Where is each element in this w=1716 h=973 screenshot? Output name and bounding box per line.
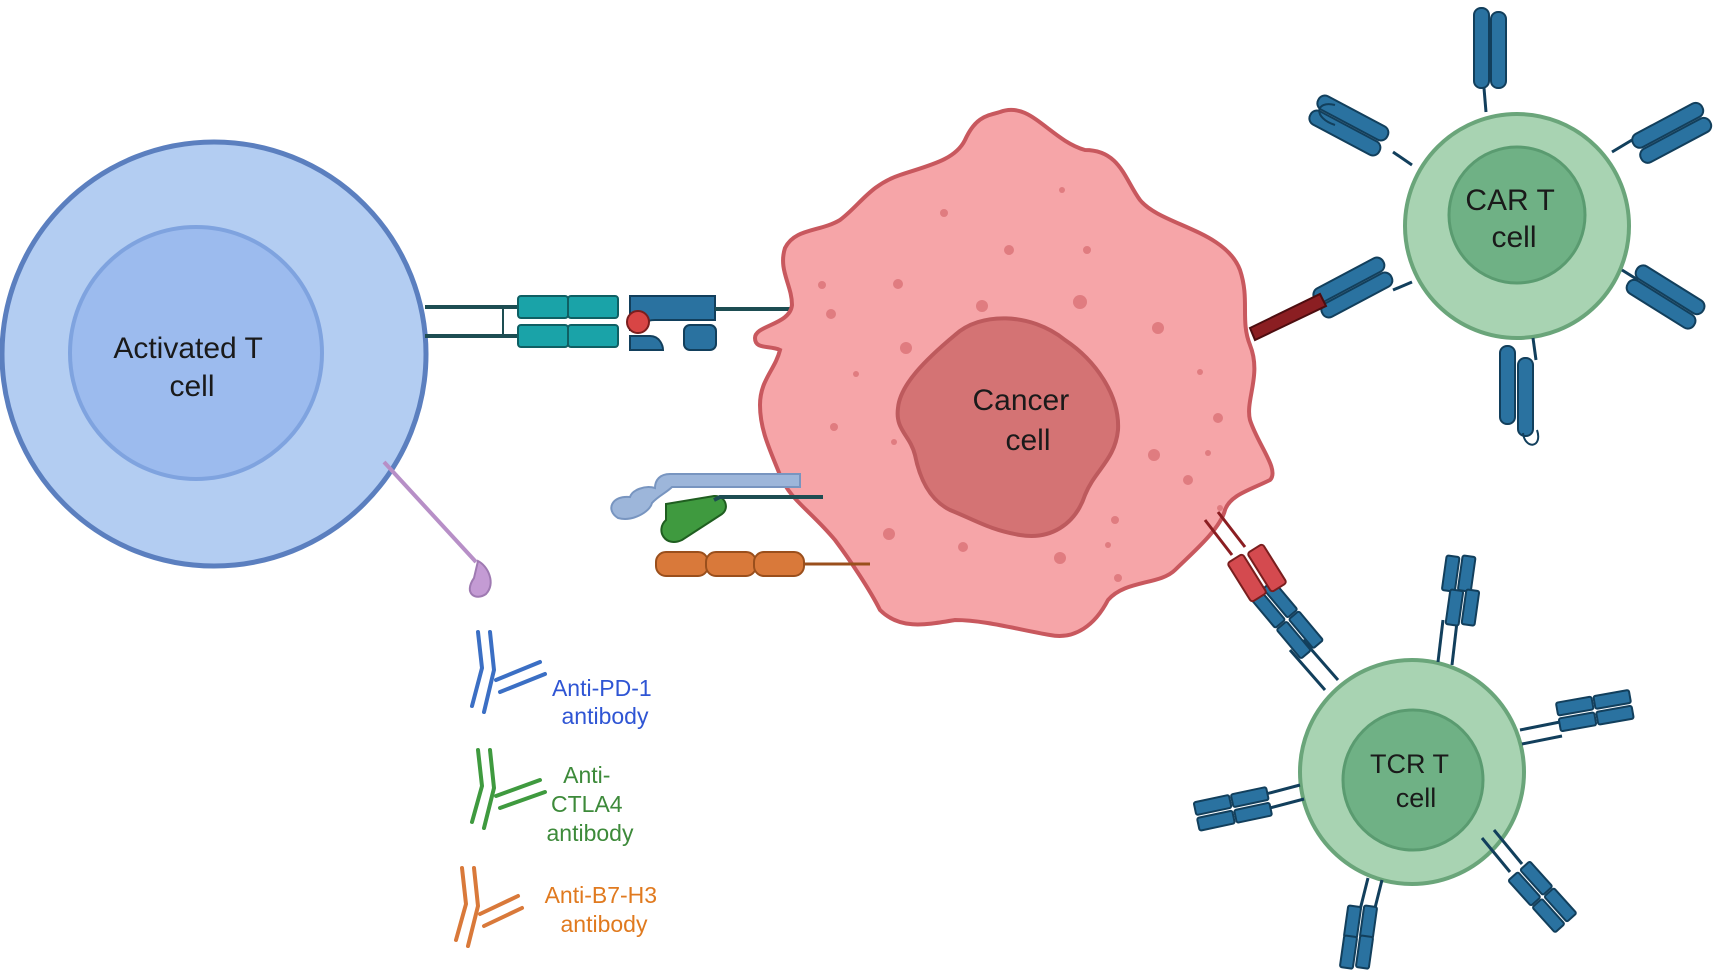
car-t-cell-label: CAR T cell [1465,184,1562,254]
anti-b7h3-label: Anti-B7-H3 antibody [545,882,664,937]
car-t-cell: CAR T cell [1403,112,1631,340]
tcr-t-cell-nucleus [1341,708,1485,852]
legend: Anti-PD-1 antibody Anti- CTLA4 antibody … [454,630,664,948]
tcr-t-cell: TCR T cell [1298,658,1526,886]
cancer-cell-nucleus [895,316,1121,538]
activated-t-cell-nucleus [68,225,324,481]
car-t-cell-nucleus [1447,145,1587,285]
t-cell-cancer-receptor-bridge [425,295,790,351]
anti-ctla4-label: Anti- CTLA4 antibody [547,762,634,846]
tcr-receptors [1192,554,1635,970]
anti-ctla4-antibody-icon [470,748,547,830]
cancer-cell-label: Cancer cell [972,384,1077,457]
cancer-cell-granules [818,187,1223,582]
activated-t-cell-label: Activated T cell [113,332,270,403]
tcr-t-cell-label: TCR T cell [1370,749,1456,813]
anti-pd1-antibody-icon [470,630,547,714]
cancer-mhc-antigen [1203,511,1287,603]
cancer-surface-molecules [610,473,870,577]
car-target-antigen [1248,292,1328,342]
activated-t-cell: Activated T cell [0,139,429,569]
anti-pd1-label: Anti-PD-1 antibody [552,675,658,729]
anti-b7h3-antibody-icon [454,866,524,948]
t-cell-stalk-receptor [382,460,492,598]
cancer-cell: Cancer cell [752,107,1275,638]
